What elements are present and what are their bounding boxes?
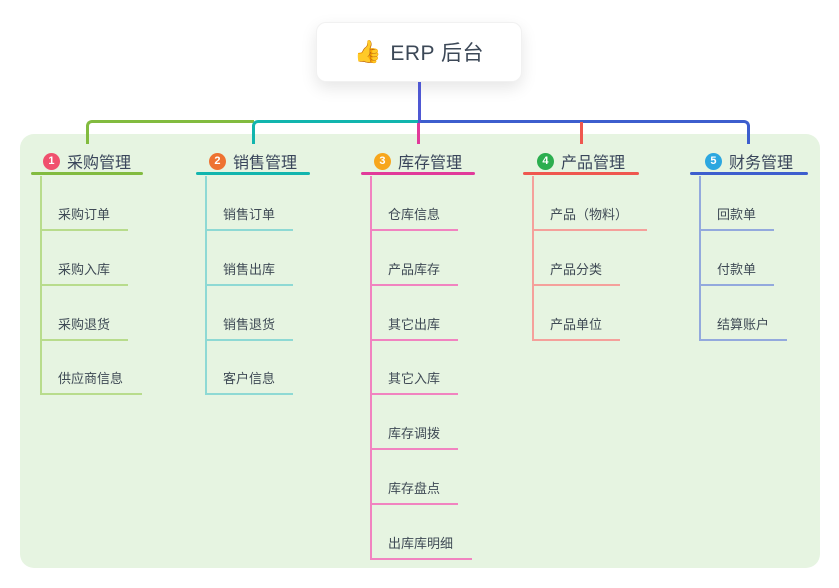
- trunk-line: [417, 82, 421, 123]
- branch-node-3[interactable]: 3 库存管理: [361, 148, 475, 174]
- child-node[interactable]: 客户信息: [205, 365, 293, 396]
- branch-node-label: 采购管理: [66, 155, 131, 172]
- child-node[interactable]: 销售退货: [205, 311, 293, 341]
- child-node[interactable]: 回款单: [699, 201, 774, 231]
- child-node-label: 出库库明细: [388, 535, 454, 551]
- child-node[interactable]: 产品库存: [370, 256, 458, 286]
- child-node-label: 仓库信息: [388, 207, 441, 222]
- root-node-label: ERP 后台: [390, 42, 485, 65]
- child-node[interactable]: 其它入库: [370, 365, 458, 396]
- child-node[interactable]: 库存盘点: [370, 475, 458, 505]
- child-node[interactable]: 供应商信息: [40, 365, 142, 396]
- child-node-label: 采购订单: [58, 207, 111, 222]
- child-node-label: 产品单位: [550, 316, 603, 332]
- child-node-label: 其它出库: [388, 316, 441, 332]
- child-node-label: 销售出库: [223, 261, 276, 277]
- branch-underline: [196, 172, 310, 175]
- child-node[interactable]: 采购退货: [40, 311, 128, 341]
- child-node[interactable]: 销售出库: [205, 256, 293, 286]
- branch-number-badge: 4: [536, 152, 554, 170]
- child-node-label: 产品分类: [550, 261, 603, 277]
- branch-underline: [361, 172, 475, 175]
- child-node[interactable]: 采购订单: [40, 201, 128, 231]
- branch-node-4[interactable]: 4 产品管理: [523, 148, 639, 174]
- child-connector-vline: [370, 176, 372, 560]
- mindmap-canvas-background: [20, 134, 820, 568]
- branch-node-1[interactable]: 1 采购管理: [31, 148, 143, 174]
- child-node[interactable]: 销售订单: [205, 201, 293, 231]
- child-node-label: 客户信息: [223, 371, 276, 387]
- child-connector-vline: [699, 176, 701, 341]
- root-node[interactable]: 👍 ERP 后台: [316, 22, 522, 82]
- child-node-label: 结算账户: [717, 316, 770, 332]
- branch-node-5[interactable]: 5 财务管理: [690, 148, 808, 174]
- child-node[interactable]: 库存调拨: [370, 420, 458, 451]
- child-node[interactable]: 付款单: [699, 256, 774, 286]
- branch-number-badge: 1: [42, 152, 60, 170]
- child-node[interactable]: 采购入库: [40, 256, 128, 286]
- branch-underline: [690, 172, 808, 175]
- child-connector-vline: [532, 176, 534, 341]
- child-node[interactable]: 结算账户: [699, 311, 787, 341]
- child-node-label: 销售退货: [223, 316, 276, 332]
- branch-underline: [523, 172, 639, 175]
- connector-branch-5: [419, 120, 750, 144]
- child-node[interactable]: 产品单位: [532, 311, 620, 341]
- connector-branch-4: [579, 122, 583, 144]
- child-node-label: 付款单: [717, 261, 757, 277]
- child-node-label: 其它入库: [388, 371, 441, 387]
- thumbs-up-icon: 👍: [353, 39, 382, 64]
- branch-number-badge: 3: [373, 152, 391, 170]
- connector-branch-1: [85, 120, 254, 144]
- branch-number-badge: 5: [704, 152, 722, 170]
- child-node[interactable]: 仓库信息: [370, 201, 458, 231]
- connector-branch-3: [416, 123, 420, 144]
- child-node-label: 产品（物料）: [550, 207, 629, 222]
- child-node-label: 库存调拨: [388, 426, 441, 442]
- branch-node-label: 库存管理: [397, 155, 462, 172]
- branch-underline: [31, 172, 143, 175]
- child-node-label: 产品库存: [388, 261, 441, 277]
- child-node-label: 供应商信息: [58, 371, 124, 387]
- child-node-label: 采购退货: [58, 316, 111, 332]
- branch-node-2[interactable]: 2 销售管理: [196, 148, 310, 174]
- child-node[interactable]: 产品（物料）: [532, 201, 647, 231]
- child-node-label: 销售订单: [223, 207, 276, 222]
- child-node[interactable]: 出库库明细: [370, 530, 472, 560]
- connector-branch-2: [251, 120, 419, 144]
- child-node-label: 回款单: [717, 207, 757, 222]
- child-node-label: 采购入库: [58, 261, 111, 277]
- branch-node-label: 销售管理: [232, 155, 297, 172]
- child-node[interactable]: 其它出库: [370, 311, 458, 341]
- child-node[interactable]: 产品分类: [532, 256, 620, 286]
- branch-node-label: 财务管理: [728, 155, 793, 172]
- child-node-label: 库存盘点: [388, 481, 441, 496]
- branch-node-label: 产品管理: [560, 155, 625, 172]
- branch-number-badge: 2: [208, 152, 226, 170]
